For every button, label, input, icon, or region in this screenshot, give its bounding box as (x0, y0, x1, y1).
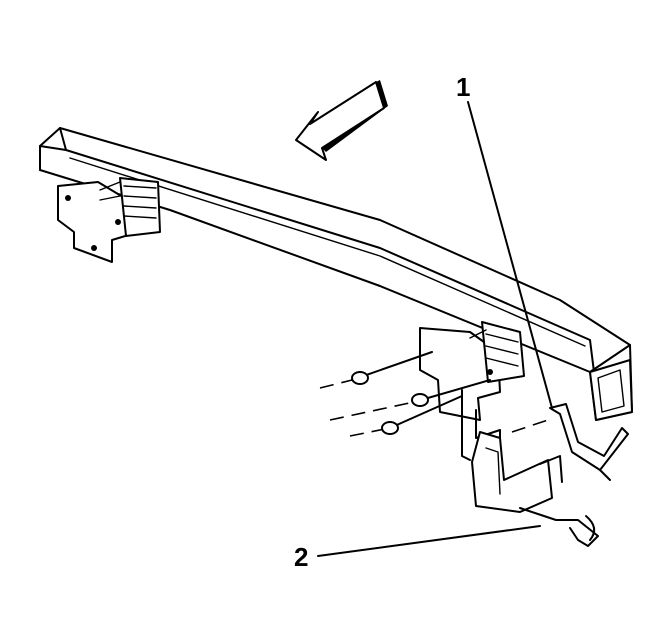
mounting-nuts (319, 351, 549, 437)
right-mounting-bracket (419, 321, 525, 501)
callout-2-leader-line (317, 525, 541, 557)
front-direction-arrow-icon (295, 80, 388, 161)
callout-1-label: 1 (456, 72, 470, 102)
callout-1: 1 (456, 72, 553, 409)
callout-2-label: 2 (294, 542, 308, 572)
tow-hook-assembly (471, 403, 629, 547)
callout-2: 2 (294, 525, 541, 572)
callout-1-leader-line (467, 101, 553, 409)
left-mounting-bracket (57, 177, 161, 263)
